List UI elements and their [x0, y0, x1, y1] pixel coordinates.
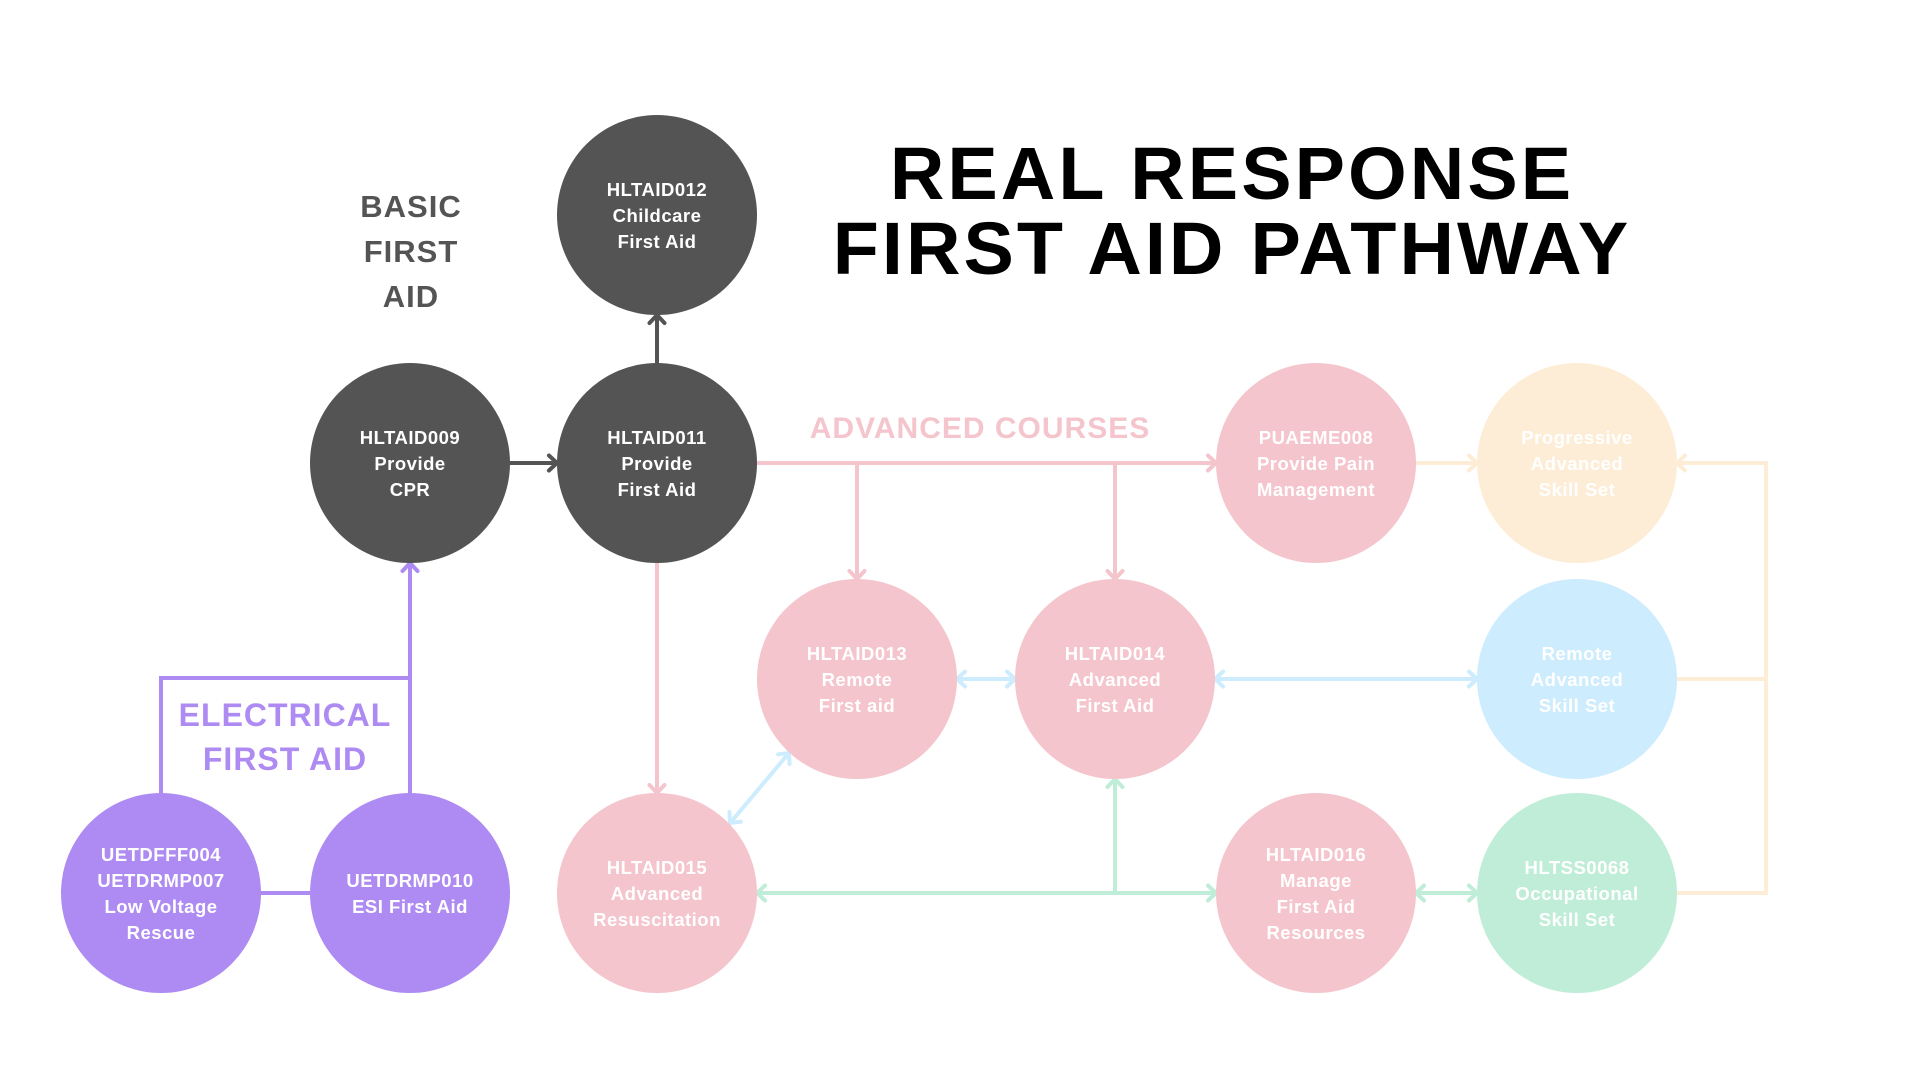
- course-circle: [1477, 363, 1677, 563]
- course-circle: [1477, 579, 1677, 779]
- course-label-line: ESI First Aid: [352, 896, 468, 917]
- course-circle: [310, 363, 510, 563]
- title-line-2: FIRST AID PATHWAY: [832, 207, 1632, 290]
- course-label-line: Resuscitation: [593, 909, 721, 930]
- course-circle: [557, 363, 757, 563]
- course-circle: [61, 793, 261, 993]
- course-label-line: Progressive: [1521, 427, 1632, 448]
- course-label-line: First aid: [819, 695, 895, 716]
- electrical-label-line: ELECTRICAL: [178, 697, 392, 733]
- course-label-line: HLTAID013: [807, 643, 907, 664]
- basic-label-line: FIRST: [363, 234, 459, 269]
- course-label-line: Remote: [1542, 643, 1613, 664]
- course-label-line: HLTAID009: [360, 427, 460, 448]
- course-label-line: Occupational: [1515, 883, 1638, 904]
- connector-015-013: [727, 750, 792, 826]
- course-label-line: HLTAID011: [607, 427, 706, 448]
- basic-label-line: AID: [382, 279, 440, 314]
- course-label-line: Skill Set: [1539, 479, 1615, 500]
- basic-first-aid-label: BASIC FIRST AID: [311, 184, 511, 319]
- title-line-1: REAL RESPONSE: [889, 132, 1575, 215]
- course-label-line: Provide Pain: [1257, 453, 1375, 474]
- advanced-courses-label: ADVANCED COURSES: [809, 412, 1151, 445]
- course-label-line: Provide: [374, 453, 445, 474]
- course-label-line: Advanced: [1069, 669, 1161, 690]
- course-label-line: First Aid: [1277, 896, 1356, 917]
- course-label-line: First Aid: [618, 231, 697, 252]
- course-label-line: UETDRMP007: [97, 870, 224, 891]
- arrowhead-icon: [727, 810, 743, 825]
- course-circle: [1015, 579, 1215, 779]
- course-label-line: HLTAID014: [1065, 643, 1166, 664]
- course-label-line: Provide: [621, 453, 692, 474]
- course-label-line: HLTAID016: [1266, 844, 1366, 865]
- course-label-line: Skill Set: [1539, 909, 1615, 930]
- course-circle: [310, 793, 510, 993]
- course-circle: [1216, 793, 1416, 993]
- course-circle: [1477, 793, 1677, 993]
- course-label-line: Management: [1257, 479, 1375, 500]
- course-circle: [557, 115, 757, 315]
- course-label-line: PUAEME008: [1259, 427, 1374, 448]
- electrical-label-line: FIRST AID: [202, 741, 368, 777]
- course-label-line: HLTSS0068: [1525, 857, 1630, 878]
- course-label-line: HLTAID012: [607, 179, 707, 200]
- page-title: REAL RESPONSE FIRST AID PATHWAY: [722, 136, 1742, 286]
- course-label-line: Rescue: [127, 922, 196, 943]
- course-circle: [1216, 363, 1416, 563]
- course-circle: [557, 793, 757, 993]
- course-label-line: HLTAID015: [607, 857, 707, 878]
- course-label-line: First Aid: [1076, 695, 1155, 716]
- course-label-line: Remote: [822, 669, 893, 690]
- course-label-line: Advanced: [1531, 669, 1623, 690]
- course-label-line: Advanced: [1531, 453, 1623, 474]
- course-label-line: Skill Set: [1539, 695, 1615, 716]
- basic-label-line: BASIC: [360, 189, 462, 224]
- course-label-line: UETDFFF004: [101, 844, 221, 865]
- course-label-line: CPR: [390, 479, 431, 500]
- course-label-line: Low Voltage: [104, 896, 217, 917]
- course-label-line: Advanced: [611, 883, 703, 904]
- course-label-line: Resources: [1266, 922, 1365, 943]
- course-label-line: Manage: [1280, 870, 1352, 891]
- electrical-first-aid-label: ELECTRICAL FIRST AID: [135, 693, 435, 781]
- course-label-line: UETDRMP010: [346, 870, 473, 891]
- course-label-line: First Aid: [618, 479, 697, 500]
- course-circle: [757, 579, 957, 779]
- course-label-line: Childcare: [613, 205, 702, 226]
- arrowhead-icon: [776, 751, 792, 766]
